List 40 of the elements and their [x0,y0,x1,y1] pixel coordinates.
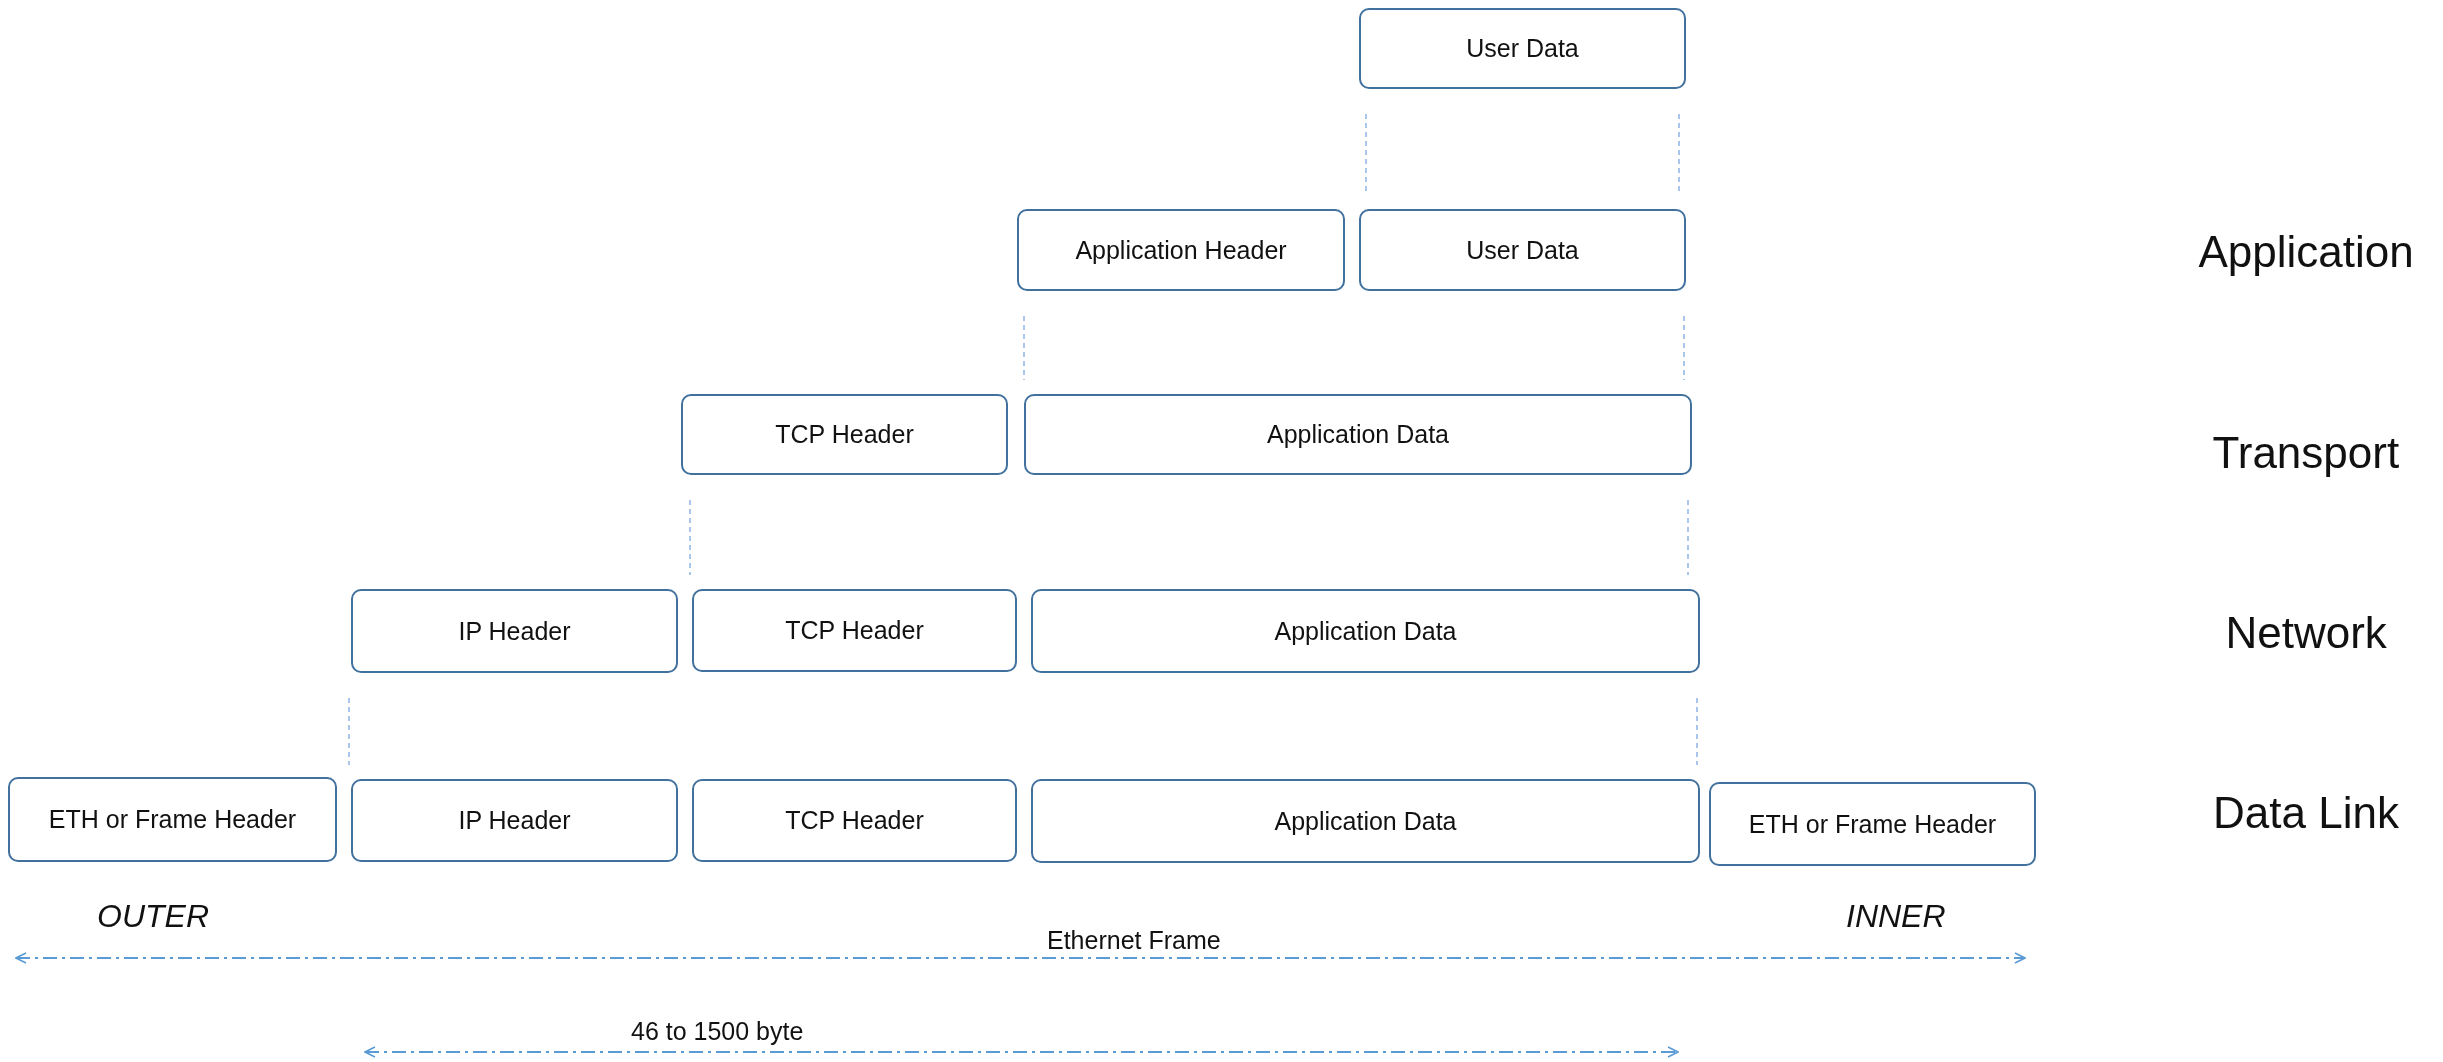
header-box [1359,8,1686,89]
box-label: Application Header [1075,235,1287,265]
box-label: User Data [1466,34,1579,63]
guide-line [348,697,350,766]
box-label: Application Data [1274,806,1457,836]
box-label: ETH or Frame Header [1748,809,1997,839]
box-label: Application Data [1274,616,1457,646]
layer-name: Application [2198,227,2414,277]
header-box [351,589,678,673]
dimension-label: 46 to 1500 byte [631,1016,804,1046]
guide-line [689,499,691,576]
box-label: TCP Header [775,420,914,449]
header-box [1017,209,1345,291]
header-box [351,779,678,862]
box-label: IP Header [458,616,571,646]
box-label: Application Data [1266,420,1450,449]
layer-name: Transport [2212,428,2400,478]
guide-line [1683,315,1685,381]
header-box [8,777,337,862]
layer-name: Network [2225,608,2387,658]
side-label: OUTER [97,897,209,935]
box-label: TCP Header [785,806,924,835]
box-label: IP Header [458,806,571,835]
layer-name: Data Link [2213,788,2399,838]
box-label: ETH or Frame Header [48,805,297,834]
header-box [681,394,1008,475]
dimension-label: Ethernet Frame [1047,925,1221,955]
header-box [1031,589,1700,673]
side-label: INNER [1846,897,1946,935]
header-box [1024,394,1692,475]
header-box [1031,779,1700,863]
header-box [692,589,1017,672]
guide-line [1023,315,1025,381]
header-box [692,779,1017,862]
header-box [1359,209,1686,291]
box-label: User Data [1466,235,1579,265]
header-box [1709,782,2036,866]
guide-line [1696,697,1698,766]
guide-line [1687,499,1689,576]
box-label: TCP Header [785,616,924,645]
